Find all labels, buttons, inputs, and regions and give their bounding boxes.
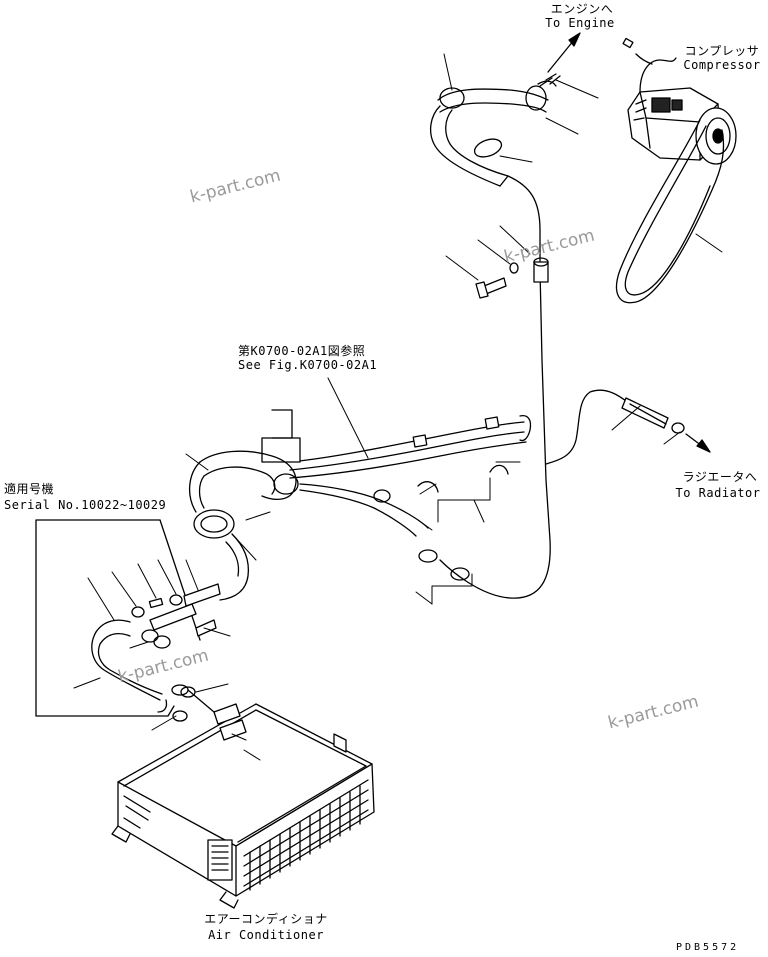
leader-lines [74,54,722,760]
engine-hose [431,74,560,186]
air-conditioner-label-en: Air Conditioner [208,928,324,942]
serial-label-en: Serial No.10022~10029 [4,498,167,512]
bolt [476,263,518,298]
to-radiator-label-en: To Radiator [675,486,761,500]
to-radiator-label-jp: ラジエータへ [682,470,758,484]
serial-group-box [36,520,200,716]
compressor [623,38,736,164]
air-conditioner-label-jp: エアーコンディショナ [204,912,328,926]
radiator-hose [546,390,710,464]
to-engine-label-jp: エンジンへ [550,2,614,16]
to-engine-label-en: To Engine [545,16,615,30]
compressor-label-jp: コンプレッサ [684,44,760,58]
see-fig-label-jp: 第K0700-02A1図参照 [238,344,366,358]
air-conditioner-unit [112,685,374,908]
see-fig-label-en: See Fig.K0700-02A1 [238,358,378,372]
compressor-label-en: Compressor [683,58,761,72]
duct-elbow [190,410,300,600]
to-engine-arrow [548,33,580,72]
hose-line-vertical [440,176,550,598]
serial-label-jp: 適用号機 [4,482,55,496]
central-harness [290,416,531,580]
v-belt [617,120,724,303]
drawing-reference: PDB5572 [676,942,740,953]
serial-group-hoses [92,584,220,721]
